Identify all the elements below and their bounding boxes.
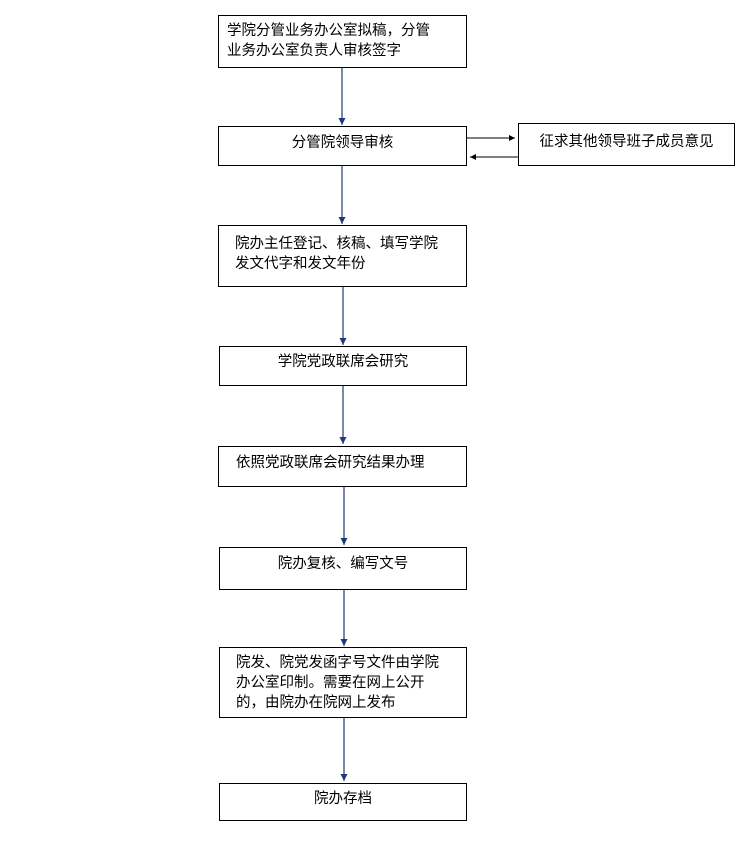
step-1-text: 学院分管业务办公室拟稿，分管 业务办公室负责人审核签字 [227,23,430,59]
step-1-box: 学院分管业务办公室拟稿，分管 业务办公室负责人审核签字 [218,15,467,68]
step-6-box: 院办复核、编写文号 [219,547,467,590]
step-8-box: 院办存档 [219,783,467,821]
step-6-text: 院办复核、编写文号 [277,556,409,572]
step-2-box: 分管院领导审核 [218,126,467,166]
step-3-text: 院办主任登记、核稿、填写学院 发文代字和发文年份 [235,236,438,272]
step-8-text: 院办存档 [314,791,372,807]
step-4-text: 学院党政联席会研究 [277,354,409,370]
side-step-box: 征求其他领导班子成员意见 [518,123,735,166]
step-7-box: 院发、院党发函字号文件由学院 办公室印制。需要在网上公开 的，由院办在院网上发布 [219,647,467,718]
step-5-text: 依照党政联席会研究结果办理 [236,455,425,471]
step-5-box: 依照党政联席会研究结果办理 [218,446,467,487]
side-step-text: 征求其他领导班子成员意见 [539,134,714,150]
step-4-box: 学院党政联席会研究 [219,346,467,386]
step-2-text: 分管院领导审核 [291,135,394,151]
step-7-text: 院发、院党发函字号文件由学院 办公室印制。需要在网上公开 的，由院办在院网上发布 [236,655,439,711]
step-3-box: 院办主任登记、核稿、填写学院 发文代字和发文年份 [218,225,467,287]
